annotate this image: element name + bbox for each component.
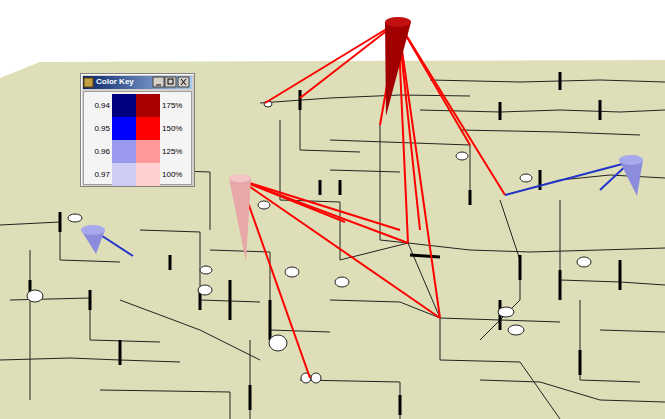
transmission-lines	[0, 80, 665, 419]
legend-label: 150%	[162, 124, 182, 134]
color-swatch	[136, 117, 160, 140]
bus-markers	[27, 101, 591, 383]
bus-bars	[30, 72, 620, 415]
legend-label: 175%	[162, 101, 182, 111]
color-key-window: Color Key 0.94 175% 0.95 150% 0.96 125% 0.97 10…	[80, 73, 195, 187]
legend-label: 0.96	[94, 147, 110, 157]
color-swatch	[112, 94, 136, 117]
color-swatch	[136, 140, 160, 163]
legend-label: 125%	[162, 147, 182, 157]
cones	[81, 17, 643, 262]
sensitivity-lines	[240, 22, 505, 378]
color-swatch	[136, 163, 160, 186]
legend-label: 0.95	[94, 124, 110, 134]
legend-label: 0.97	[94, 170, 110, 180]
color-swatch	[112, 163, 136, 186]
color-swatch	[136, 94, 160, 117]
legend-label: 100%	[162, 170, 182, 180]
color-swatch	[112, 140, 136, 163]
sensitivity-lines-blue	[93, 162, 630, 256]
color-swatch	[112, 117, 136, 140]
legend-label: 0.94	[94, 101, 110, 111]
window-title: Color Key	[96, 77, 134, 87]
ground-plane	[0, 60, 665, 419]
title-bar: Color Key	[83, 76, 192, 89]
